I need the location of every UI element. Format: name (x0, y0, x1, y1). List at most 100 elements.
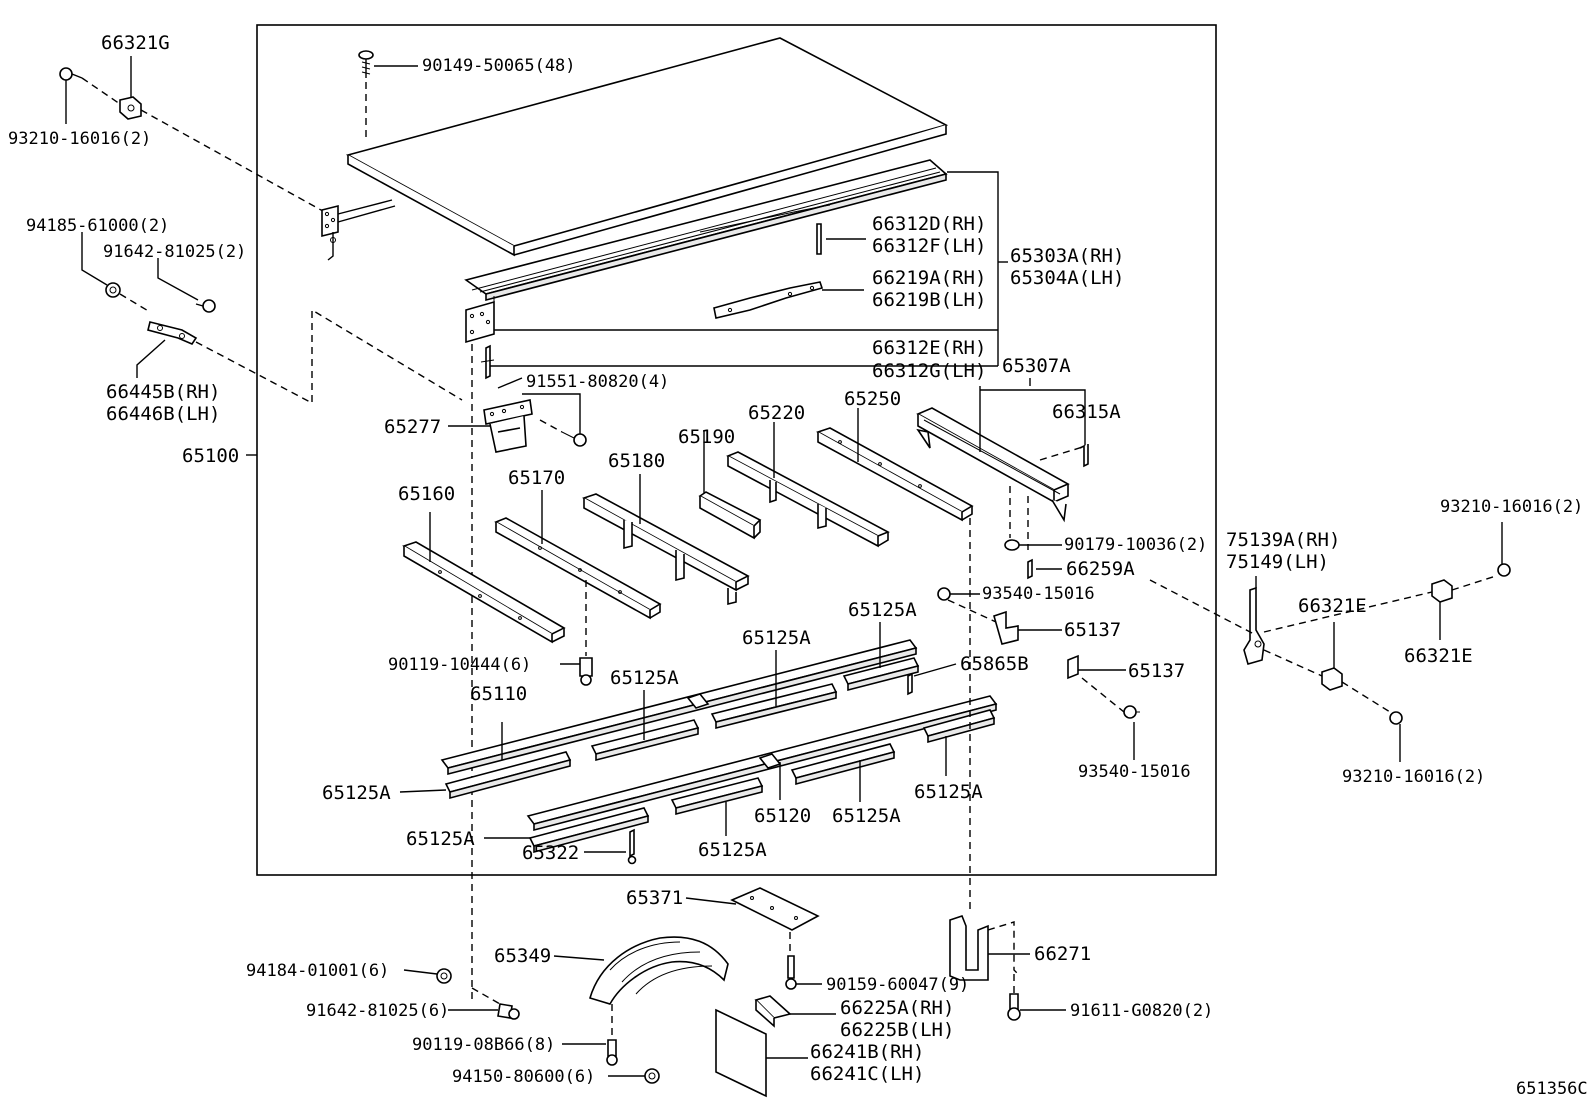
label-65125A-8: 65125A (914, 781, 983, 803)
strip-65125A-2 (590, 690, 700, 762)
bolt-90119-08B66 (562, 1039, 618, 1066)
bolt-91642-81025-6 (448, 1003, 520, 1020)
label-66312F: 66312F(LH) (872, 235, 986, 257)
bracket-65137-a (993, 610, 1062, 645)
hinge-75139A (1243, 576, 1265, 665)
nut-94150 (608, 1068, 660, 1084)
crossmember-65180 (582, 474, 750, 606)
deck-panel (345, 37, 949, 257)
label-66446B: 66446B(LH) (106, 403, 220, 425)
bracket-65137-b (1067, 654, 1126, 680)
cushion-66321E-a (1321, 622, 1343, 691)
reinforcement-66219A (713, 281, 864, 319)
label-66321E-b: 66321E (1404, 645, 1473, 667)
mudflap-66241B (715, 1008, 808, 1098)
strip-65125A-4 (842, 622, 920, 692)
crossmember-65170 (494, 490, 662, 620)
strip-65125A-left (444, 751, 572, 800)
handle-66271 (949, 915, 1030, 981)
label-66312D: 66312D(RH) (872, 213, 986, 235)
longitudinal-65110 (440, 639, 918, 776)
label-94184-01001: 94184-01001(6) (246, 961, 389, 981)
pin-66259A (1027, 558, 1062, 580)
bolt-93210-top-right (1497, 522, 1511, 577)
side-rail-left-corner (321, 199, 396, 261)
label-65322: 65322 (522, 842, 579, 864)
label-93210-16016-tl: 93210-16016(2) (8, 129, 151, 149)
label-65137-a: 65137 (1064, 619, 1121, 641)
label-66259A: 66259A (1066, 558, 1135, 580)
rear-sill-65307A (916, 378, 1086, 523)
label-90119-08B66: 90119-08B66(8) (412, 1035, 555, 1055)
label-75139A: 75139A(RH) (1226, 529, 1340, 551)
cushion-66321E-b (1431, 579, 1453, 640)
bracket-66445B (136, 321, 198, 378)
nut-94184 (403, 968, 452, 984)
label-65865B: 65865B (960, 653, 1029, 675)
longitudinal-65120 (526, 695, 998, 832)
label-65120: 65120 (754, 805, 811, 827)
label-65304A: 65304A(LH) (1010, 267, 1124, 289)
label-66241B: 66241B(RH) (810, 1041, 924, 1063)
screw-90159 (785, 955, 822, 990)
label-66445B: 66445B(RH) (106, 381, 220, 403)
nut-90179 (1004, 539, 1062, 551)
label-66271: 66271 (1034, 943, 1091, 965)
bracket-66225A (754, 995, 836, 1028)
cushion-66321G (119, 56, 142, 120)
mudguard-65349 (553, 936, 729, 1005)
strip-65125A-6 (670, 777, 764, 836)
label-65307A: 65307A (1002, 355, 1071, 377)
label-65110: 65110 (470, 683, 527, 705)
crossmember-65190 (698, 430, 762, 540)
label-65250: 65250 (844, 388, 901, 410)
label-66312E: 66312E(RH) (872, 337, 986, 359)
label-94150-80600: 94150-80600(6) (452, 1067, 595, 1087)
screw-90149 (358, 50, 418, 78)
label-66225B: 66225B(LH) (840, 1019, 954, 1041)
label-90159-60047: 90159-60047(9) (826, 975, 969, 995)
label-66219B: 66219B(LH) (872, 289, 986, 311)
crossmember-65160 (402, 512, 566, 644)
hinge-bracket-65277 (448, 377, 533, 453)
label-65277: 65277 (384, 416, 441, 438)
label-75149: 75149(LH) (1226, 551, 1329, 573)
label-65220: 65220 (748, 402, 805, 424)
label-65371: 65371 (626, 887, 683, 909)
pin-66312E (480, 344, 495, 380)
plate-65371 (685, 887, 820, 931)
label-66315A: 66315A (1052, 401, 1121, 423)
label-91551-80820: 91551-80820(4) (526, 372, 669, 392)
label-65125A-4: 65125A (848, 599, 917, 621)
label-65137-b: 65137 (1128, 660, 1185, 682)
strip-65125A-8 (922, 709, 996, 776)
label-65190: 65190 (678, 426, 735, 448)
label-66321E-a: 66321E (1298, 595, 1367, 617)
label-91642-81025-2: 91642-81025(2) (103, 242, 246, 262)
label-90179-10036: 90179-10036(2) (1064, 535, 1207, 555)
bolt-93210-top-left (59, 67, 83, 124)
strip-65125A-7 (790, 743, 896, 802)
label-65125A-5: 65125A (406, 828, 475, 850)
pin-66312D (816, 223, 866, 255)
label-65125A-1: 65125A (322, 782, 391, 804)
bolt-90119-10444 (560, 657, 593, 686)
label-66312G: 66312G(LH) (872, 360, 986, 382)
strip-65125A-5 (528, 807, 650, 854)
bolt-93540-a (937, 587, 980, 601)
label-66321G: 66321G (101, 32, 170, 54)
label-93540-15016-b: 93540-15016 (1078, 762, 1191, 782)
label-91611-G0820: 91611-G0820(2) (1070, 1001, 1213, 1021)
label-65160: 65160 (398, 483, 455, 505)
label-65125A-6: 65125A (698, 839, 767, 861)
label-90149-50065: 90149-50065(48) (422, 56, 576, 76)
bolt-93540-b (1123, 705, 1140, 760)
assembly-frame (256, 24, 1217, 876)
label-93210-16016-br: 93210-16016(2) (1342, 767, 1485, 787)
bolt-91551 (522, 393, 587, 447)
crossmember-65220 (726, 422, 890, 548)
label-65125A-2: 65125A (610, 667, 679, 689)
label-65125A-7: 65125A (832, 805, 901, 827)
label-93210-16016-tr: 93210-16016(2) (1440, 497, 1583, 517)
